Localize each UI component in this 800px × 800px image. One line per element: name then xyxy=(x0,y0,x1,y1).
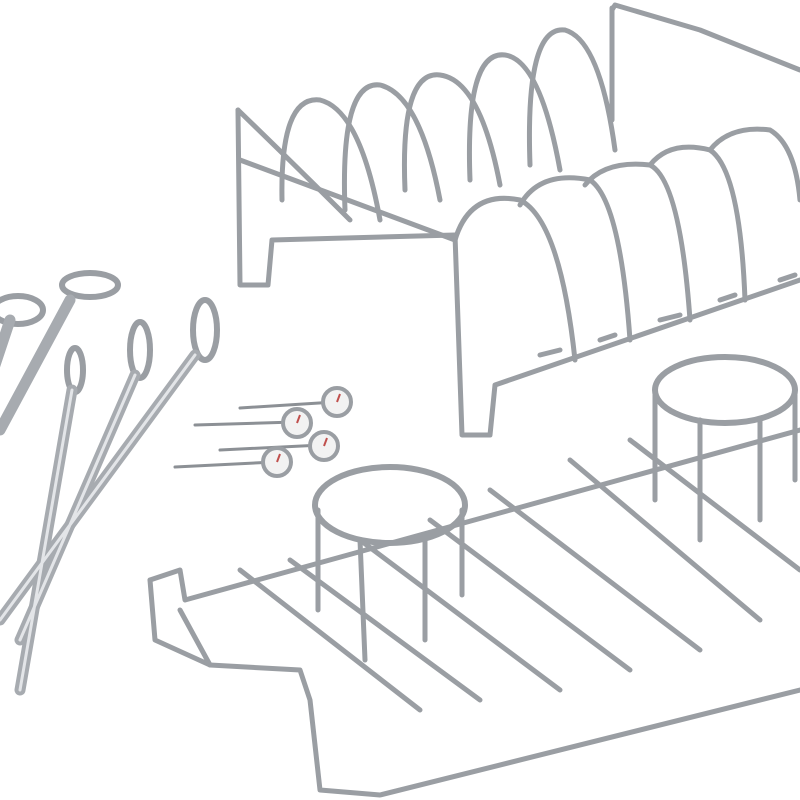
meat-thermometers xyxy=(173,386,353,478)
skewers xyxy=(0,270,220,696)
rib-hoops xyxy=(235,27,800,363)
rib-rack xyxy=(235,2,800,438)
beer-can-holder-left xyxy=(312,464,468,663)
rack-crossbars xyxy=(237,437,800,713)
beer-can-holder-right xyxy=(652,354,798,543)
roasting-rack xyxy=(147,354,800,798)
